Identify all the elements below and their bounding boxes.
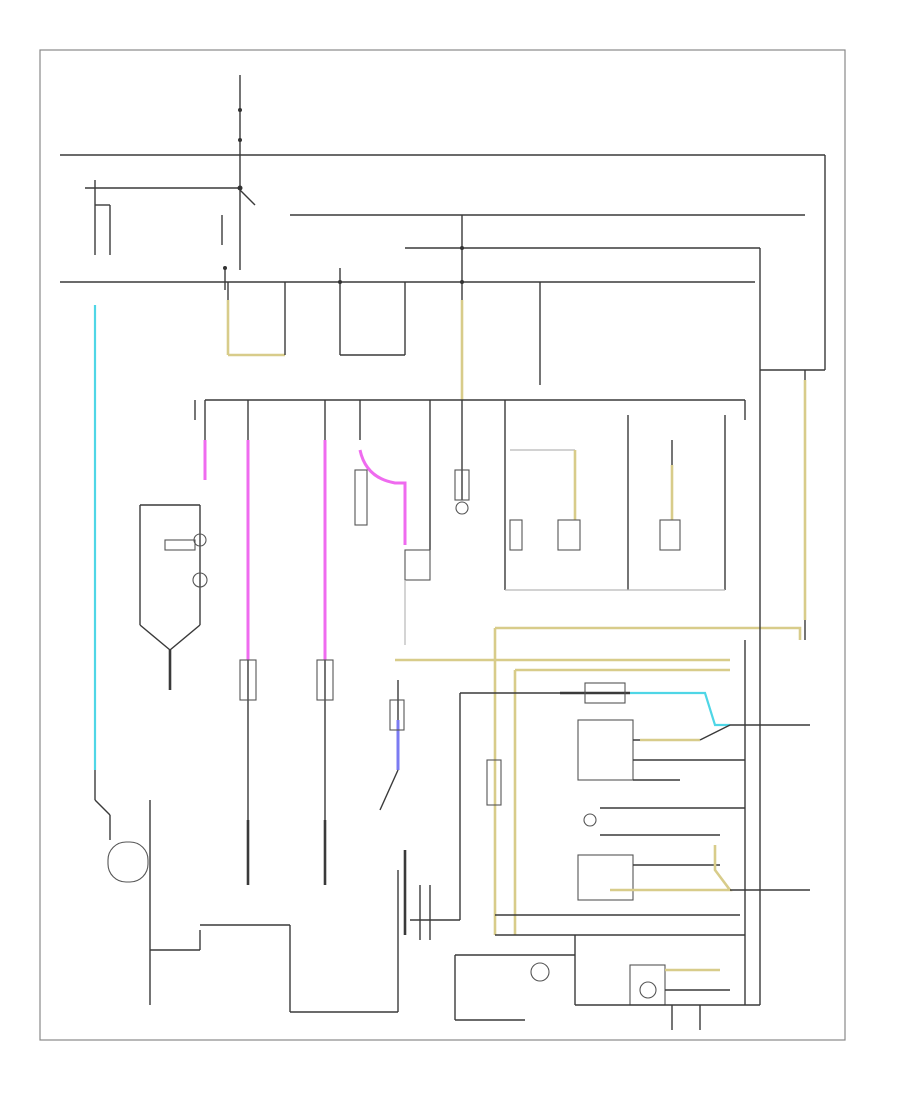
top-bus-lines [60, 154, 826, 371]
fuse-drops [226, 215, 541, 400]
bottom-components [419, 885, 760, 1030]
diagram-frame [39, 49, 846, 1041]
component-glyphs [354, 469, 681, 806]
right-switch-boxes [577, 719, 810, 901]
right-column [495, 370, 807, 1005]
switch-drops [203, 400, 746, 660]
left-fuse-branch [94, 180, 111, 255]
gauge-cluster [139, 504, 208, 690]
cyan-wire-left [93, 305, 201, 1005]
lower-wiring [200, 659, 399, 1013]
ground-bus [194, 399, 745, 420]
right-harness [395, 626, 802, 935]
ignition-switch-column [221, 75, 256, 290]
relay-area [379, 549, 431, 990]
